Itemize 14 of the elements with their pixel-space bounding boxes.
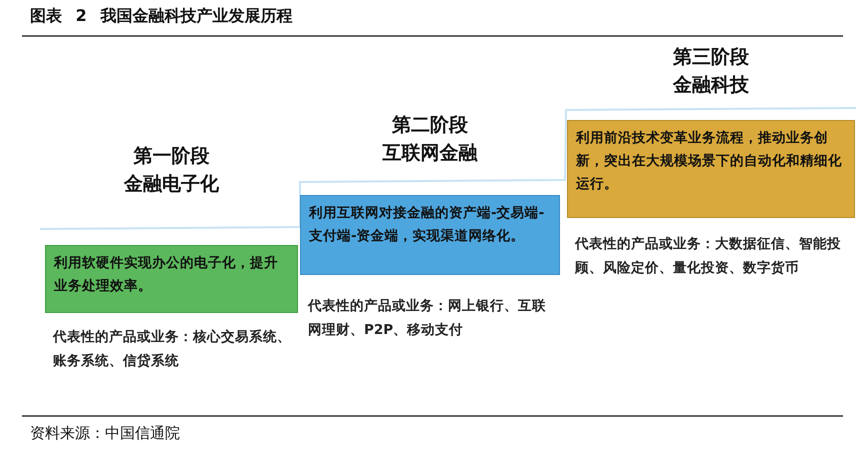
caption: 资料来源：中国信通院 <box>30 424 180 443</box>
stage-heading: 第三阶段 <box>672 45 750 70</box>
stage-heading: 第二阶段 <box>391 113 469 138</box>
note-text: 代表性的产品或业务：网上银行、互联网理财、P2P、移动支付 <box>308 297 547 340</box>
stage-heading: 金融电子化 <box>122 172 220 197</box>
stage-box: 利用软硬件实现办公的电子化，提升业务处理效率。 <box>45 245 298 313</box>
stage-box: 利用前沿技术变革业务流程，推动业务创新，突出在大规模场景下的自动化和精细化运行。 <box>567 120 855 218</box>
stage-heading: 第一阶段 <box>132 144 210 169</box>
title: 图表 2 我国金融科技产业发展历程 <box>30 6 292 27</box>
stage-box: 利用互联网对接金融的资产端-交易端-支付端-资金端，实现渠道网络化。 <box>300 195 560 275</box>
stage-heading: 互联网金融 <box>382 141 478 166</box>
note-text: 代表性的产品或业务：核心交易系统、账务系统、信贷系统 <box>53 328 292 371</box>
stage-heading: 金融科技 <box>672 73 750 98</box>
note-text: 代表性的产品或业务：大数据征信、智能投顾、风险定价、量化投资、数字货币 <box>575 235 842 278</box>
